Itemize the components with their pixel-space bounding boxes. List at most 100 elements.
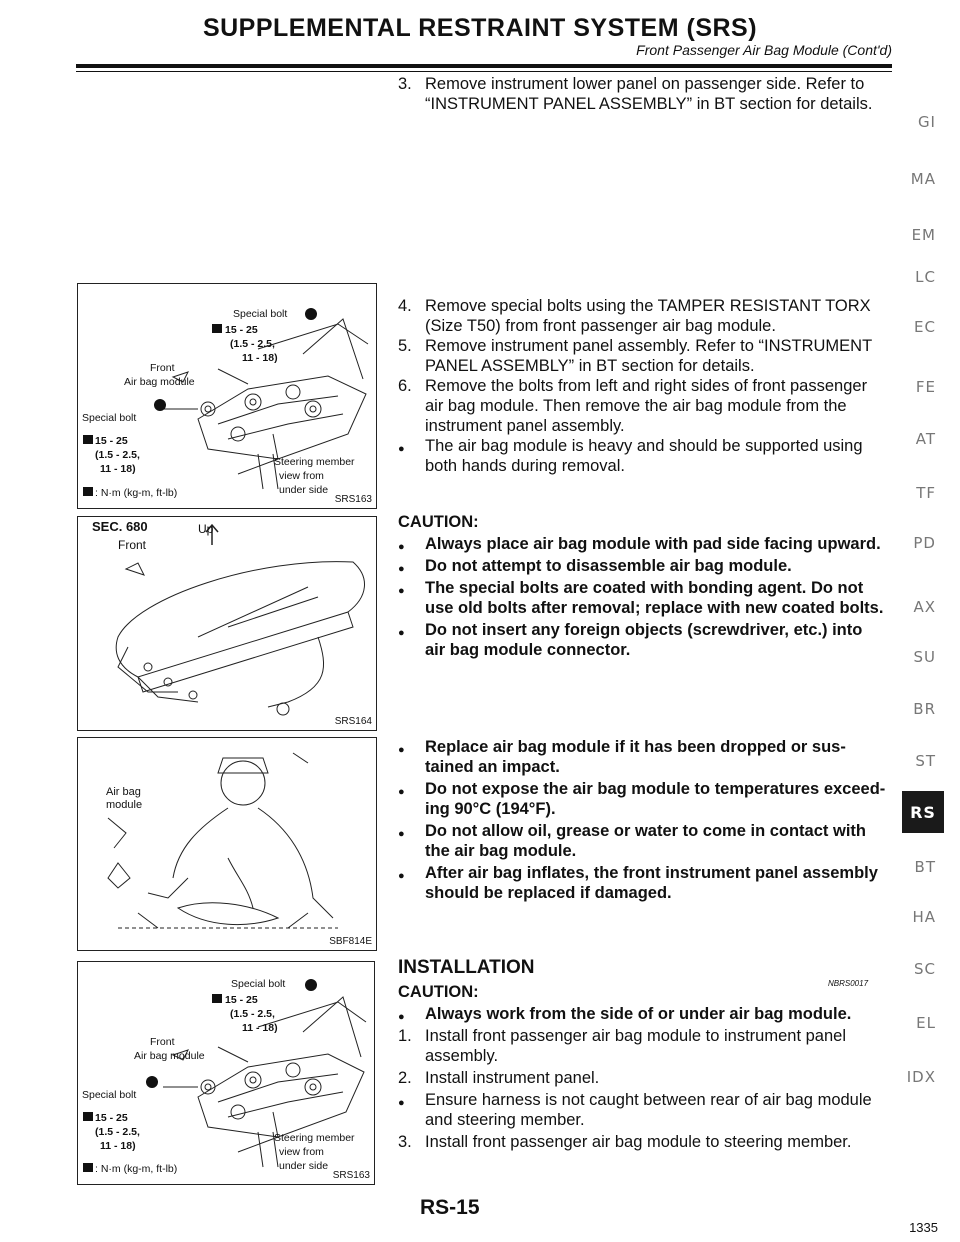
torque-value: 15 - 25 bbox=[95, 1112, 128, 1124]
bullet: ● bbox=[398, 585, 405, 597]
airbag-module-label: Air bag module bbox=[124, 376, 195, 388]
step-line: Install front passenger air bag module t… bbox=[425, 1133, 852, 1151]
caution-line: After air bag inflates, the front instru… bbox=[425, 864, 878, 882]
steering-member-label: Steering member bbox=[274, 456, 355, 468]
torque-wrench-icon bbox=[83, 487, 93, 496]
torque-value: 15 - 25 bbox=[95, 435, 128, 447]
step-number: 5. bbox=[398, 337, 412, 355]
torque-value: 15 - 25 bbox=[225, 994, 258, 1006]
step-line: Remove the bolts from left and right sid… bbox=[425, 377, 868, 395]
torque-wrench-icon bbox=[83, 1112, 93, 1121]
corner-page-number: 1335 bbox=[909, 1220, 938, 1235]
torque-value: 11 - 18) bbox=[100, 463, 136, 475]
bullet: ● bbox=[398, 1097, 405, 1109]
installation-heading: INSTALLATION bbox=[398, 957, 535, 978]
side-tab-bt[interactable]: BT bbox=[914, 858, 936, 876]
step-line: assembly. bbox=[425, 1047, 499, 1065]
step-number: 3. bbox=[398, 1133, 412, 1151]
figure-bolt-locations-install: Special bolt 15 - 25 (1.5 - 2.5, 11 - 18… bbox=[77, 961, 375, 1185]
header-rule-thin bbox=[76, 71, 892, 72]
units-legend: : N·m (kg-m, ft-lb) bbox=[95, 487, 178, 499]
side-tab-el[interactable]: EL bbox=[916, 1014, 936, 1032]
torque-value: 11 - 18) bbox=[242, 352, 278, 364]
step-line: Install front passenger air bag module t… bbox=[425, 1027, 846, 1045]
header-rule bbox=[76, 64, 892, 68]
step-number: 1. bbox=[398, 1027, 412, 1045]
bullet: ● bbox=[398, 627, 405, 639]
torque-value: 15 - 25 bbox=[225, 324, 258, 336]
side-tab-idx[interactable]: IDX bbox=[906, 1068, 936, 1086]
caution-line: Replace air bag module if it has been dr… bbox=[425, 738, 846, 756]
side-tab-ma[interactable]: MA bbox=[910, 170, 936, 188]
special-bolt-label: Special bolt bbox=[82, 412, 137, 424]
side-tab-st[interactable]: ST bbox=[915, 752, 936, 770]
bullet: ● bbox=[398, 744, 405, 756]
step-number: 6. bbox=[398, 377, 412, 395]
torque-wrench-icon bbox=[83, 435, 93, 444]
step-line: Remove special bolts using the TAMPER RE… bbox=[425, 297, 871, 315]
side-tab-sc[interactable]: SC bbox=[914, 960, 936, 978]
steering-member-label: under side bbox=[279, 484, 329, 496]
up-label: Up bbox=[198, 522, 214, 536]
side-tab-lc[interactable]: LC bbox=[915, 268, 936, 286]
torque-value: (1.5 - 2.5, bbox=[230, 338, 275, 350]
caution-line: air bag module connector. bbox=[425, 641, 631, 659]
step-line: instrument panel assembly. bbox=[425, 417, 625, 435]
side-tab-br[interactable]: BR bbox=[913, 700, 936, 718]
torque-value: (1.5 - 2.5, bbox=[95, 1126, 140, 1138]
bullet: ● bbox=[398, 443, 405, 455]
bolt-locations-drawing bbox=[83, 308, 369, 496]
caution-line: Do not allow oil, grease or water to com… bbox=[425, 822, 866, 840]
caution-line: tained an impact. bbox=[425, 758, 560, 776]
caution-line: Do not attempt to disassemble air bag mo… bbox=[425, 557, 792, 575]
figure-code: SBF814E bbox=[329, 936, 372, 947]
bolt-icon bbox=[305, 308, 317, 320]
side-tab-em[interactable]: EM bbox=[911, 226, 936, 244]
torque-value: 11 - 18) bbox=[242, 1022, 278, 1034]
caution-line: should be replaced if damaged. bbox=[425, 884, 672, 902]
airbag-module-drawing bbox=[115, 523, 365, 716]
section-code: NBRS0017 bbox=[828, 979, 869, 988]
caution-block-1: CAUTION: ● Always place air bag module w… bbox=[398, 512, 888, 662]
special-bolt-label: Special bolt bbox=[233, 308, 288, 320]
bolt-icon bbox=[305, 979, 317, 991]
side-tab-ax[interactable]: AX bbox=[913, 598, 936, 616]
step-line: The air bag module is heavy and should b… bbox=[425, 437, 863, 455]
bullet: ● bbox=[398, 786, 405, 798]
caution-line: Always work from the side of or under ai… bbox=[425, 1005, 852, 1023]
step-line: (Size T50) from front passenger air bag … bbox=[425, 317, 776, 335]
step-3-line-1: Remove instrument lower panel on passeng… bbox=[425, 75, 865, 93]
side-tab-gi[interactable]: GI bbox=[917, 113, 936, 131]
side-tab-fe[interactable]: FE bbox=[915, 378, 936, 396]
torque-value: (1.5 - 2.5, bbox=[230, 1008, 275, 1020]
torque-value: (1.5 - 2.5, bbox=[95, 449, 140, 461]
side-tab-ec[interactable]: EC bbox=[914, 318, 936, 336]
units-legend: : N·m (kg-m, ft-lb) bbox=[95, 1163, 178, 1175]
step-3-number: 3. bbox=[398, 75, 412, 93]
step-line: both hands during removal. bbox=[425, 457, 625, 475]
bullet: ● bbox=[398, 828, 405, 840]
page-title: SUPPLEMENTAL RESTRAINT SYSTEM (SRS) bbox=[202, 14, 758, 42]
section-number: SEC. 680 bbox=[92, 519, 148, 534]
step-3-line-2: “INSTRUMENT PANEL ASSEMBLY” in BT sectio… bbox=[425, 95, 873, 113]
side-tab-su[interactable]: SU bbox=[913, 648, 936, 666]
bullet: ● bbox=[398, 563, 405, 575]
side-tab-pd[interactable]: PD bbox=[913, 534, 936, 552]
caution-line: Do not expose the air bag module to temp… bbox=[425, 780, 886, 798]
caution-line: Always place air bag module with pad sid… bbox=[425, 535, 881, 553]
torque-wrench-icon bbox=[212, 324, 222, 333]
caution-line: use old bolts after removal; replace wit… bbox=[425, 599, 884, 617]
side-tab-ha[interactable]: HA bbox=[912, 908, 936, 926]
airbag-module-label: module bbox=[106, 799, 143, 811]
front-label: Front bbox=[150, 362, 175, 374]
figure-code: SRS163 bbox=[332, 1170, 370, 1181]
special-bolt-label: Special bolt bbox=[82, 1089, 137, 1101]
side-tab-tf[interactable]: TF bbox=[916, 484, 936, 502]
steering-member-label: Steering member bbox=[274, 1132, 355, 1144]
front-label: Front bbox=[150, 1036, 175, 1048]
caution-heading: CAUTION: bbox=[398, 513, 479, 531]
side-tab-rs[interactable]: RS bbox=[902, 791, 944, 833]
side-tab-at[interactable]: AT bbox=[915, 430, 936, 448]
step-number: 4. bbox=[398, 297, 412, 315]
installation-section: INSTALLATION NBRS0017 CAUTION: ● Always … bbox=[398, 957, 888, 1152]
